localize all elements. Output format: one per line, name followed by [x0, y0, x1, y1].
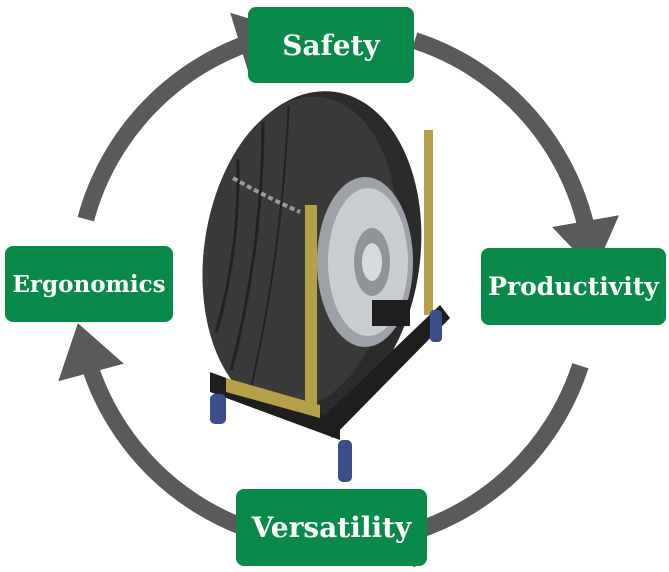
- productivity-node: Productivity: [481, 248, 666, 325]
- frame-yellow-bar: [226, 378, 320, 418]
- versatility-node: Versatility: [236, 489, 427, 566]
- frame-base-right: [320, 305, 450, 438]
- retaining-chain: [232, 176, 301, 214]
- ergonomics-node: Ergonomics: [5, 246, 173, 322]
- frame-front-post: [305, 205, 317, 420]
- arrow-ergonomics-to-safety: [77, 12, 289, 222]
- safety-node: Safety: [248, 7, 414, 83]
- frame-rear-post: [424, 130, 433, 315]
- jack-body: [372, 300, 410, 326]
- caster-wheels: [210, 310, 442, 482]
- arrow-safety-to-productivity: [412, 32, 620, 272]
